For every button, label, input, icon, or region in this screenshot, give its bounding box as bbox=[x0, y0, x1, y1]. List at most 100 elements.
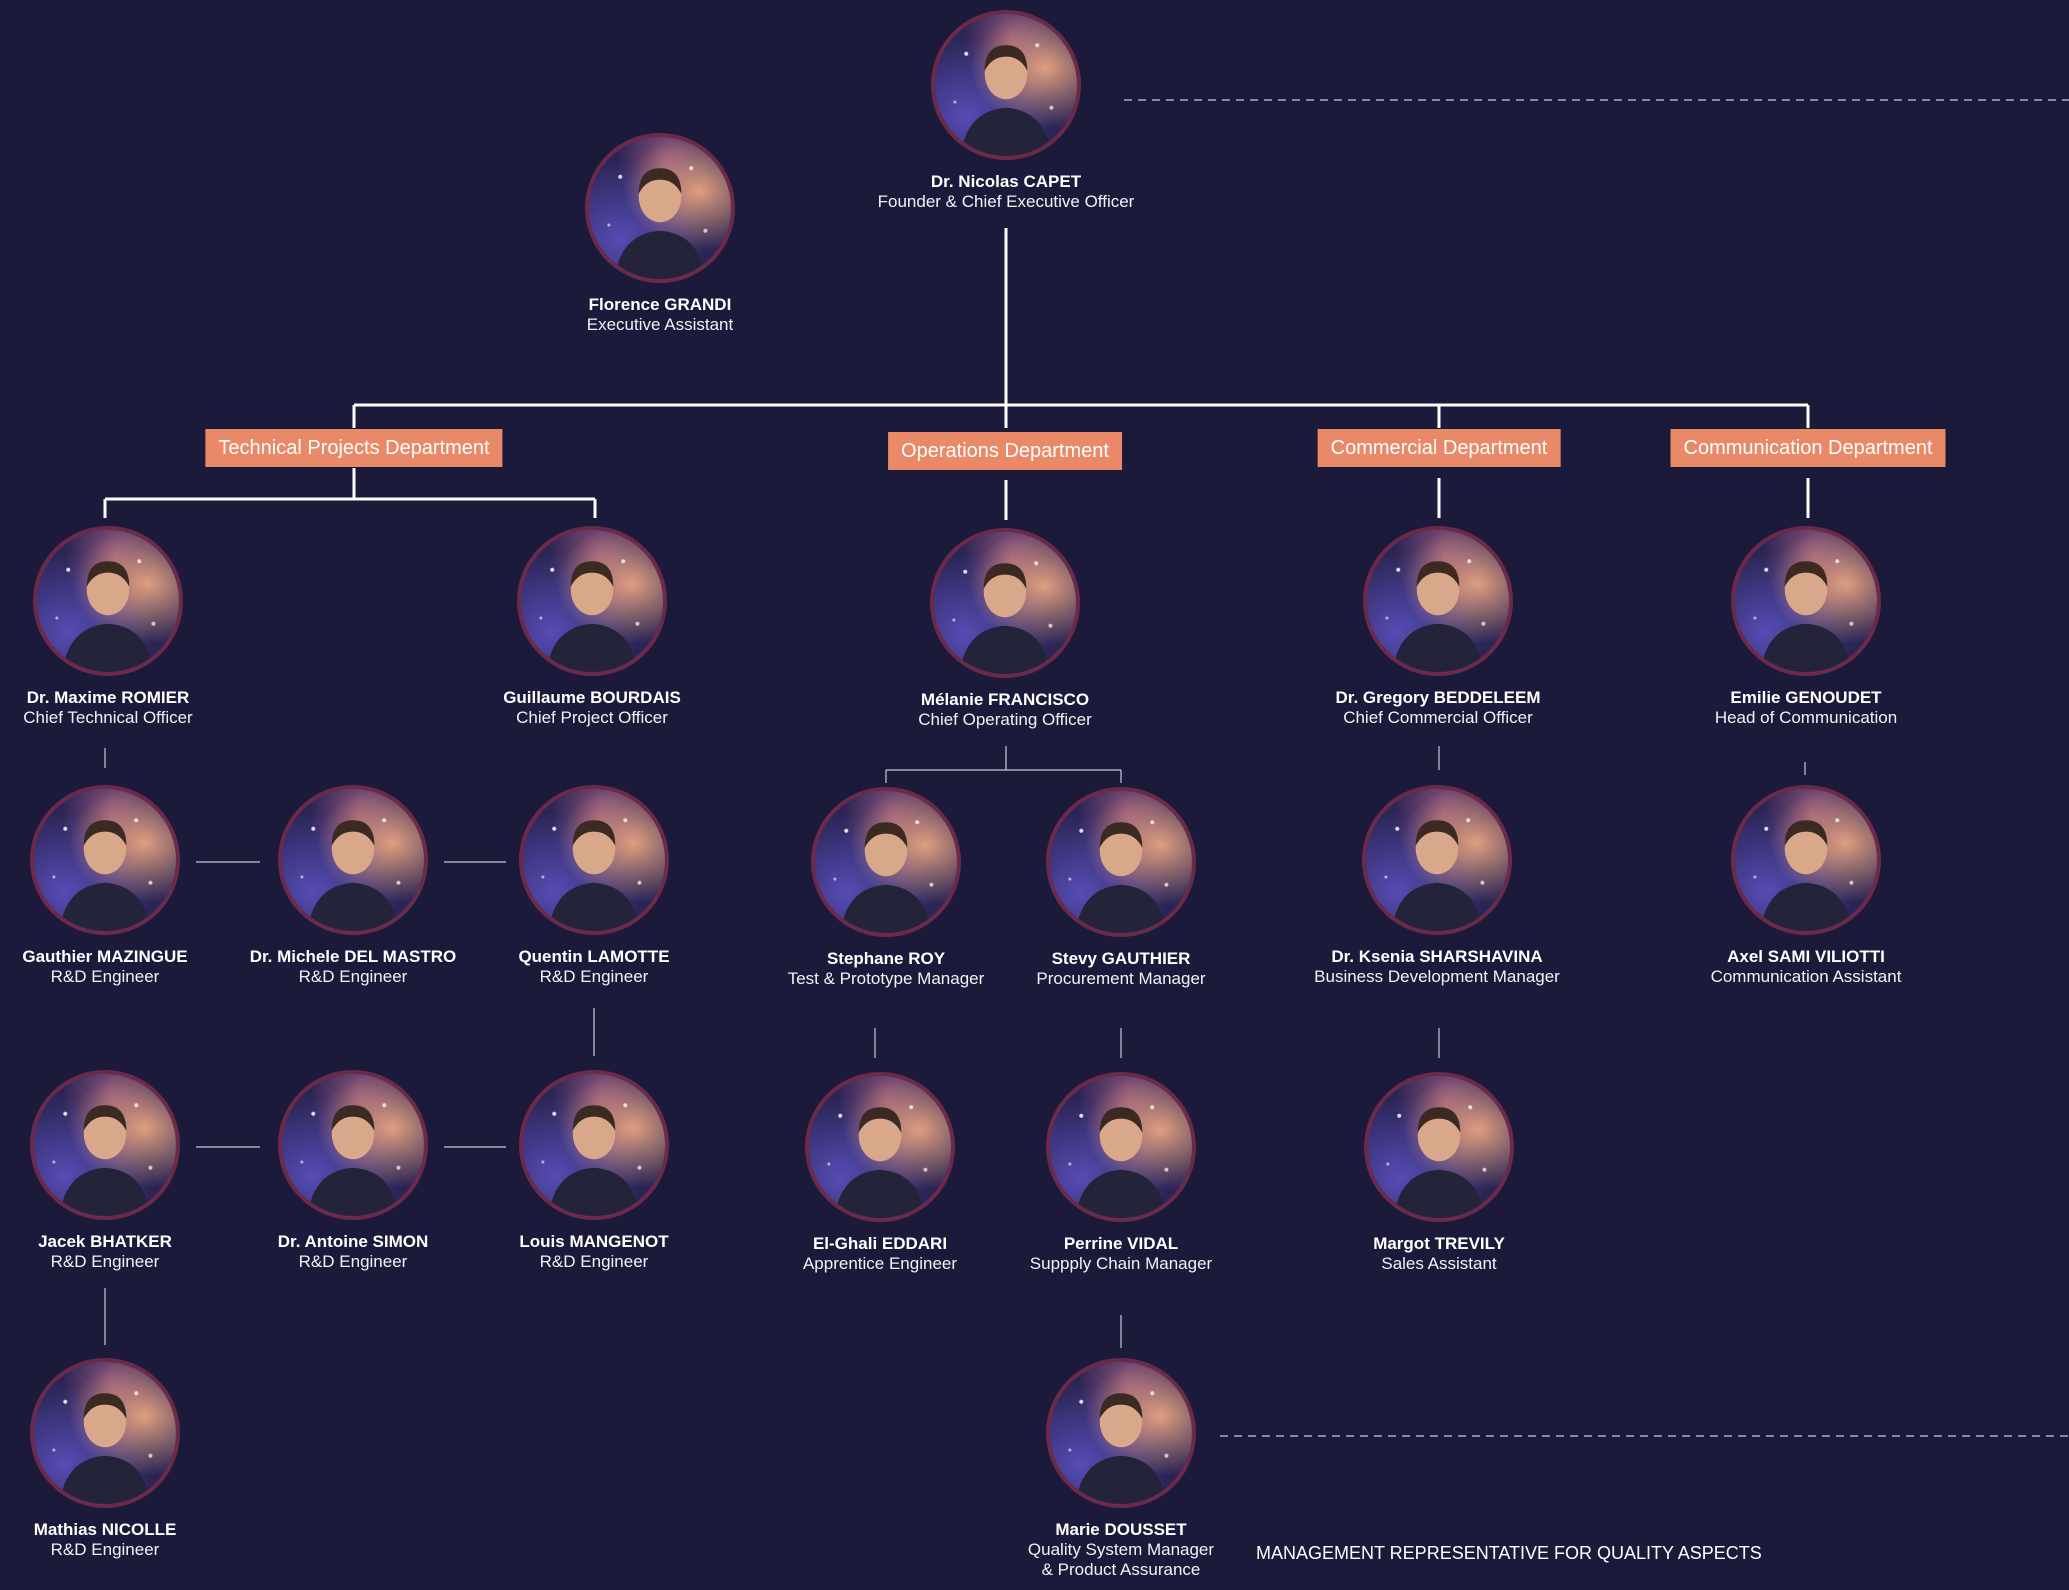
person-role: R&D Engineer bbox=[298, 967, 408, 986]
person-name: Dr. Ksenia SHARSHAVINA bbox=[1331, 947, 1543, 966]
person-role: Chief Commercial Officer bbox=[1343, 708, 1533, 727]
person-name: Dr. Michele DEL MASTRO bbox=[249, 947, 457, 966]
person-role: R&D Engineer bbox=[50, 1540, 160, 1559]
person-role: Suppply Chain Manager bbox=[1029, 1254, 1213, 1273]
portrait-silhouette bbox=[959, 563, 1051, 674]
commercial-department: Commercial Department bbox=[1317, 429, 1561, 467]
node-cto: Dr. Maxime ROMIER Chief Technical Office… bbox=[0, 526, 258, 728]
person-role: R&D Engineer bbox=[298, 1252, 408, 1271]
portrait-photo bbox=[33, 526, 183, 676]
portrait-silhouette bbox=[614, 168, 706, 279]
person-name: Dr. Gregory BEDDELEEM bbox=[1335, 688, 1541, 707]
technical-projects-department: Technical Projects Department bbox=[205, 429, 503, 467]
person-name: Jacek BHATKER bbox=[38, 1232, 172, 1251]
portrait-photo bbox=[1363, 526, 1513, 676]
operations-department: Operations Department bbox=[888, 432, 1122, 470]
node-antoine-simon: Dr. Antoine SIMON R&D Engineer bbox=[203, 1070, 503, 1272]
portrait-photo bbox=[1046, 1358, 1196, 1508]
portrait-silhouette bbox=[1760, 561, 1852, 672]
person-role: R&D Engineer bbox=[50, 1252, 160, 1271]
person-name: Marie DOUSSET bbox=[1055, 1520, 1187, 1539]
node-head-of-communication: Emilie GENOUDET Head of Communication bbox=[1656, 526, 1956, 728]
portrait-silhouette bbox=[840, 822, 932, 933]
quality-representative-note: MANAGEMENT REPRESENTATIVE FOR QUALITY AS… bbox=[1256, 1543, 1762, 1563]
person-name: Axel SAMI VILIOTTI bbox=[1727, 947, 1885, 966]
person-role: Executive Assistant bbox=[586, 315, 734, 334]
node-ksenia-sharshavina: Dr. Ksenia SHARSHAVINA Business Developm… bbox=[1287, 785, 1587, 987]
portrait-photo bbox=[278, 785, 428, 935]
portrait-silhouette bbox=[1391, 820, 1483, 931]
person-role: Business Development Manager bbox=[1314, 967, 1560, 986]
node-louis-mangenot: Louis MANGENOT R&D Engineer bbox=[444, 1070, 744, 1272]
person-role: Communication Assistant bbox=[1710, 967, 1902, 986]
portrait-silhouette bbox=[59, 1393, 151, 1504]
person-name: El-Ghali EDDARI bbox=[812, 1234, 948, 1253]
portrait-silhouette bbox=[546, 561, 638, 672]
node-cco: Dr. Gregory BEDDELEEM Chief Commercial O… bbox=[1288, 526, 1588, 728]
portrait-photo bbox=[931, 10, 1081, 160]
node-axel-sami-viliotti: Axel SAMI VILIOTTI Communication Assista… bbox=[1656, 785, 1956, 987]
portrait-photo bbox=[519, 1070, 669, 1220]
person-name: Dr. Maxime ROMIER bbox=[26, 688, 190, 707]
person-role: Head of Communication bbox=[1714, 708, 1898, 727]
person-name: Mélanie FRANCISCO bbox=[920, 690, 1090, 709]
communication-department: Communication Department bbox=[1670, 429, 1946, 467]
person-name: Margot TREVILY bbox=[1373, 1234, 1505, 1253]
person-role: Chief Technical Officer bbox=[23, 708, 193, 727]
portrait-photo bbox=[30, 1358, 180, 1508]
person-name: Louis MANGENOT bbox=[519, 1232, 669, 1251]
portrait-silhouette bbox=[62, 561, 154, 672]
node-coo: Mélanie FRANCISCO Chief Operating Office… bbox=[855, 528, 1155, 730]
portrait-photo bbox=[811, 787, 961, 937]
person-name: Quentin LAMOTTE bbox=[518, 947, 670, 966]
person-role: R&D Engineer bbox=[539, 967, 649, 986]
person-name: Dr. Antoine SIMON bbox=[277, 1232, 429, 1251]
portrait-silhouette bbox=[1075, 1393, 1167, 1504]
portrait-photo bbox=[278, 1070, 428, 1220]
portrait-photo bbox=[30, 785, 180, 935]
portrait-photo bbox=[1046, 787, 1196, 937]
portrait-photo bbox=[1362, 785, 1512, 935]
node-jacek-bhatker: Jacek BHATKER R&D Engineer bbox=[0, 1070, 255, 1272]
node-executive-assistant: Florence GRANDI Executive Assistant bbox=[510, 133, 810, 335]
node-ceo: Dr. Nicolas CAPET Founder & Chief Execut… bbox=[856, 10, 1156, 212]
portrait-photo bbox=[1731, 526, 1881, 676]
person-name: Gauthier MAZINGUE bbox=[22, 947, 188, 966]
portrait-photo bbox=[1731, 785, 1881, 935]
node-cpo: Guillaume BOURDAIS Chief Project Officer bbox=[442, 526, 742, 728]
portrait-silhouette bbox=[960, 45, 1052, 156]
person-role: Sales Assistant bbox=[1381, 1254, 1497, 1273]
person-name: Stevy GAUTHIER bbox=[1051, 949, 1191, 968]
person-role: Founder & Chief Executive Officer bbox=[877, 192, 1135, 211]
person-role: Apprentice Engineer bbox=[802, 1254, 958, 1273]
portrait-silhouette bbox=[59, 820, 151, 931]
node-margot-trevily: Margot TREVILY Sales Assistant bbox=[1289, 1072, 1589, 1274]
person-name: Guillaume BOURDAIS bbox=[503, 688, 681, 707]
portrait-photo bbox=[517, 526, 667, 676]
node-perrine-vidal: Perrine VIDAL Suppply Chain Manager bbox=[971, 1072, 1271, 1274]
portrait-photo bbox=[519, 785, 669, 935]
node-stevy-gauthier: Stevy GAUTHIER Procurement Manager bbox=[971, 787, 1271, 989]
person-role: Chief Operating Officer bbox=[918, 710, 1092, 729]
portrait-silhouette bbox=[307, 820, 399, 931]
portrait-silhouette bbox=[1393, 1107, 1485, 1218]
portrait-silhouette bbox=[1392, 561, 1484, 672]
person-name: Perrine VIDAL bbox=[1063, 1234, 1179, 1253]
person-role: R&D Engineer bbox=[50, 967, 160, 986]
portrait-silhouette bbox=[307, 1105, 399, 1216]
node-mathias-nicolle: Mathias NICOLLE R&D Engineer bbox=[0, 1358, 255, 1560]
node-michele-del-mastro: Dr. Michele DEL MASTRO R&D Engineer bbox=[203, 785, 503, 987]
portrait-photo bbox=[30, 1070, 180, 1220]
person-role-line2: & Product Assurance bbox=[1041, 1560, 1201, 1579]
portrait-photo bbox=[930, 528, 1080, 678]
node-stephane-roy: Stephane ROY Test & Prototype Manager bbox=[736, 787, 1036, 989]
person-role: Chief Project Officer bbox=[516, 708, 668, 727]
person-name: Emilie GENOUDET bbox=[1730, 688, 1882, 707]
portrait-silhouette bbox=[1075, 822, 1167, 933]
node-marie-dousset: Marie DOUSSET Quality System Manager & P… bbox=[971, 1358, 1271, 1580]
portrait-silhouette bbox=[59, 1105, 151, 1216]
portrait-photo bbox=[1364, 1072, 1514, 1222]
node-quentin-lamotte: Quentin LAMOTTE R&D Engineer bbox=[444, 785, 744, 987]
